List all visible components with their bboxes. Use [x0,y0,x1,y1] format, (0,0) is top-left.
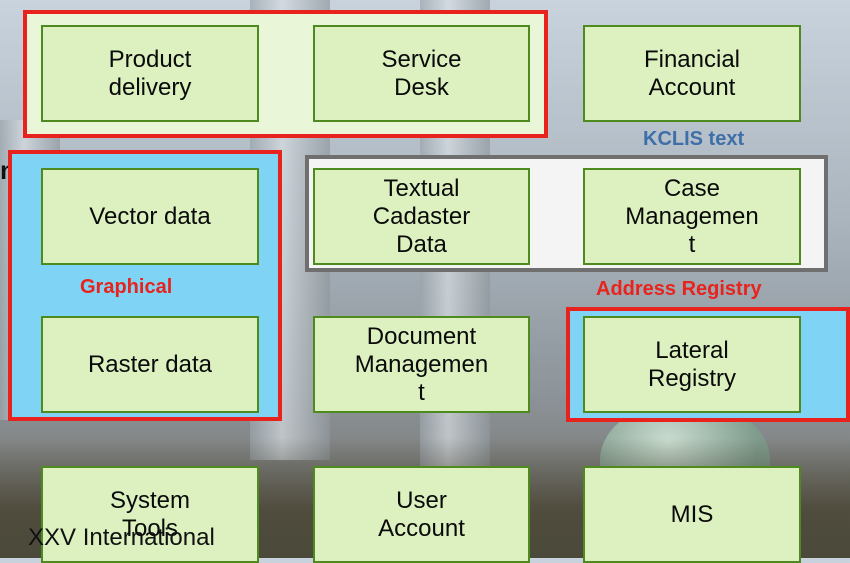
vector-data-box[interactable]: Vector data [41,168,259,265]
address-registry-label: Address Registry [596,278,762,300]
lateral-registry-box[interactable]: Lateral Registry [583,316,801,413]
kclis-text-label: KCLIS text [643,128,745,150]
document-management-box[interactable]: Document Managemen t [313,316,530,413]
financial-account-box[interactable]: Financial Account [583,25,801,122]
raster-data-box[interactable]: Raster data [41,316,259,413]
case-management-box[interactable]: Case Managemen t [583,168,801,265]
product-delivery-box[interactable]: Product delivery [41,25,259,122]
textual-cadaster-data-box[interactable]: Textual Cadaster Data [313,168,530,265]
footer-conference-text: XXV International [28,524,215,551]
user-account-box[interactable]: User Account [313,466,530,563]
graphical-label: Graphical [80,276,173,298]
service-desk-box[interactable]: Service Desk [313,25,530,122]
mis-box[interactable]: MIS [583,466,801,563]
